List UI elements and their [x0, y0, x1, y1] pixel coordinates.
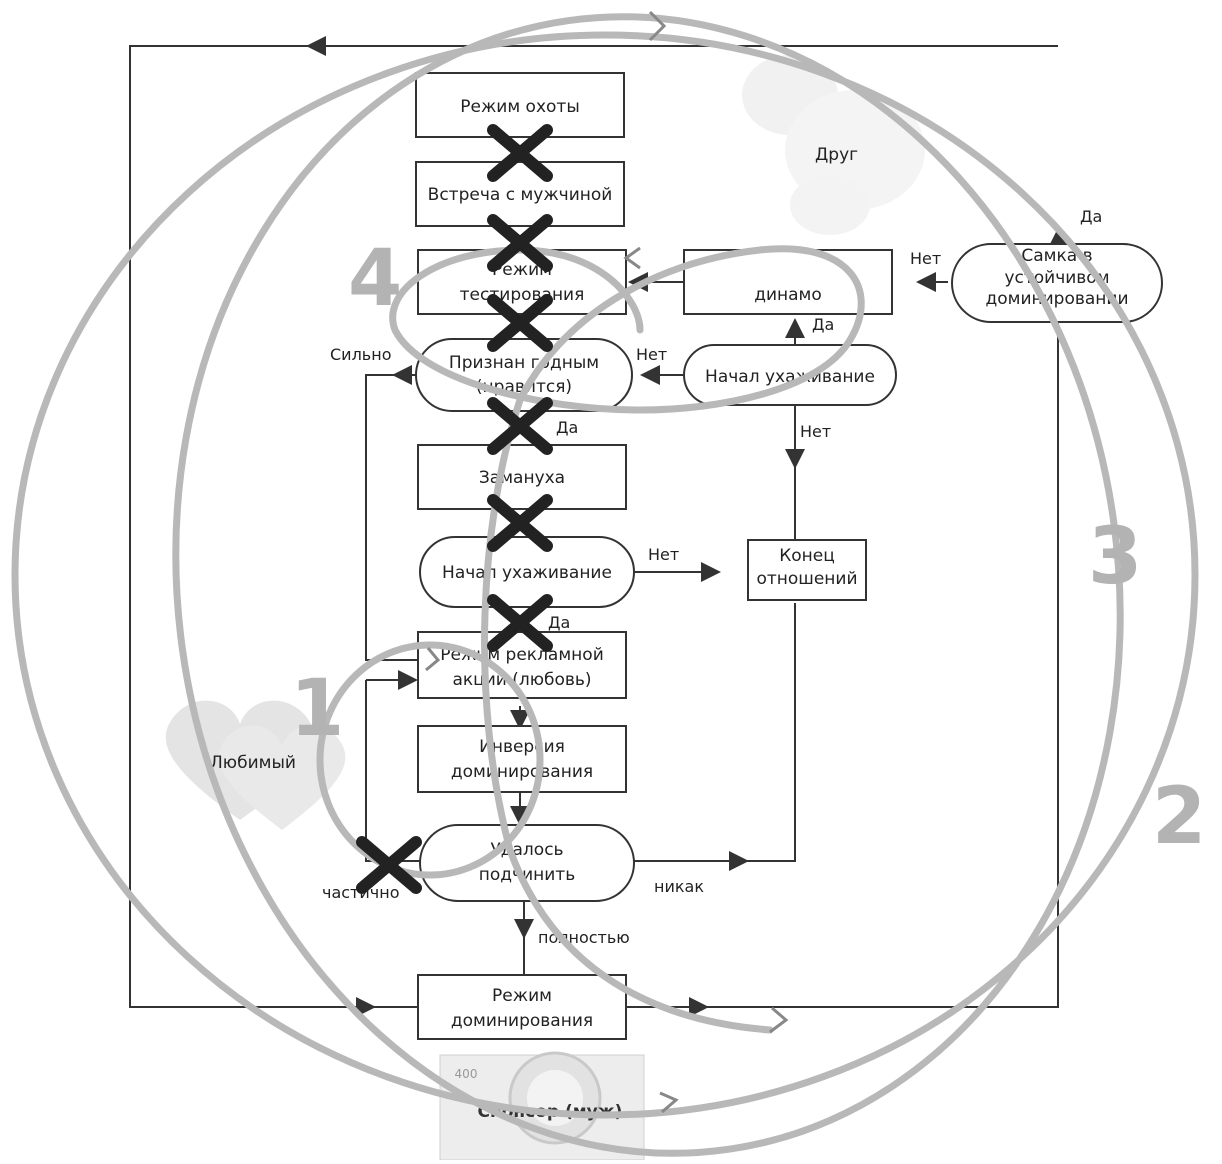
crosses	[356, 124, 553, 894]
loop-3	[172, 13, 1124, 1157]
node-end-l2: отношений	[756, 569, 857, 589]
node-hunt-mode: Режим охоты	[460, 97, 580, 117]
loop-stem	[481, 396, 774, 1034]
node-dynamo: динамо	[754, 285, 822, 305]
hearts-icon	[165, 700, 346, 830]
node-dominance-l2: доминирования	[451, 1011, 593, 1031]
cross-icon	[487, 594, 553, 652]
outcome-friend: Друг	[815, 145, 858, 165]
node-end-l1: Конец	[779, 546, 835, 566]
loop-number-1: 1	[290, 664, 344, 754]
node-meeting: Встреча с мужчиной	[428, 185, 613, 205]
cross-icon	[487, 214, 553, 272]
label-yes-courtship-mid: Да	[548, 613, 570, 632]
cross-icon	[487, 294, 553, 352]
label-no-way: никак	[654, 877, 704, 896]
label-no-recognized: Нет	[636, 345, 667, 364]
node-testing-l2: тестирования	[460, 285, 585, 305]
friend-figure-icon	[742, 55, 925, 235]
node-recognized-l1: Признан годным	[449, 353, 599, 373]
label-no-female: Нет	[910, 249, 941, 268]
node-inversion-l2: доминирования	[451, 762, 593, 782]
node-lure: Замануха	[479, 468, 565, 488]
label-yes-top: Да	[1080, 207, 1102, 226]
node-inversion-l1: Инверсия	[479, 737, 565, 757]
node-courtship-right: Начал ухаживание	[705, 367, 875, 387]
node-dominance-l1: Режим	[492, 986, 552, 1006]
loop-number-3: 3	[1088, 512, 1142, 602]
label-no-courtship-mid: Нет	[648, 545, 679, 564]
label-yes-dynamo: Да	[812, 315, 834, 334]
label-yes-recognized: Да	[556, 418, 578, 437]
label-strongly: Сильно	[330, 345, 391, 364]
boxes	[415, 72, 1163, 1040]
node-female-l3: доминировании	[985, 289, 1128, 309]
node-courtship-mid: Начал ухаживание	[442, 563, 612, 583]
node-ad-l2: акции (любовь)	[452, 670, 591, 690]
loop-2	[11, 31, 1199, 1119]
loop-arrowheads	[425, 10, 789, 1114]
connectors	[365, 272, 948, 975]
loop-number-2: 2	[1152, 772, 1206, 862]
cross-icon	[487, 124, 553, 182]
node-subdue-l2: подчинить	[479, 865, 575, 885]
cross-icon	[356, 836, 422, 894]
node-sponsor-small: 400	[455, 1067, 478, 1081]
cross-icon	[487, 397, 553, 455]
outcome-beloved: Любимый	[210, 753, 296, 773]
cross-icon	[487, 494, 553, 552]
loop-1	[316, 641, 544, 879]
loop-number-4: 4	[348, 234, 402, 324]
label-no-courtship-right: Нет	[800, 422, 831, 441]
